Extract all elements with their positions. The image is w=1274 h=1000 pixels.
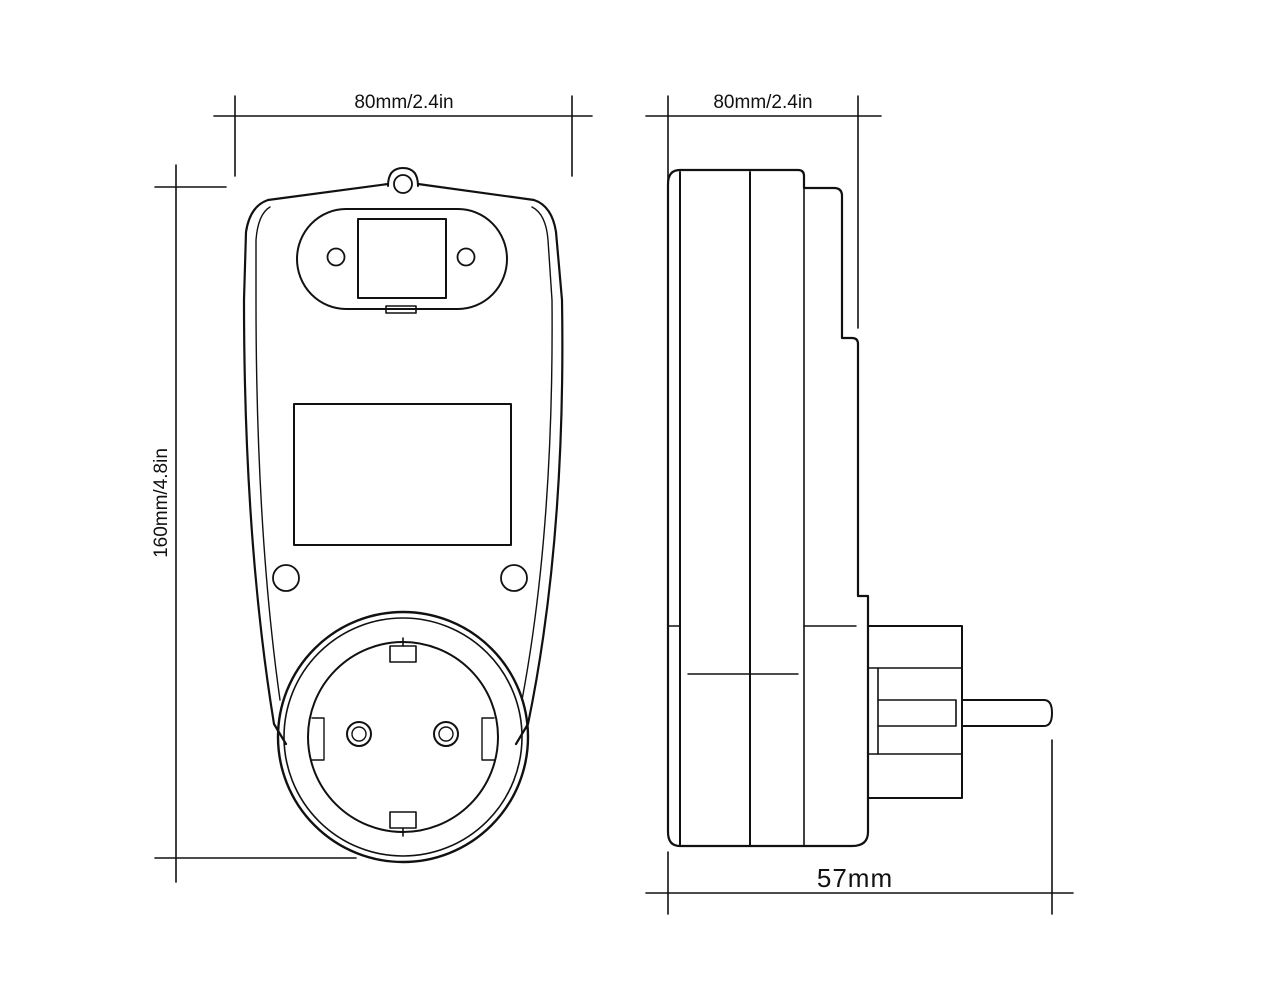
schuko-socket — [276, 610, 530, 864]
button-square — [357, 218, 447, 299]
display-window — [293, 403, 512, 546]
pin-hole-left — [346, 721, 372, 747]
side-plug — [867, 625, 1053, 799]
side-depth-label: 57mm — [817, 863, 893, 893]
control-panel — [296, 208, 508, 314]
side-depth-dimension: 57mm — [645, 739, 1074, 915]
side-body — [666, 168, 870, 848]
side-view: 80mm/2.4in 57 — [645, 92, 1074, 915]
side-width-label: 80mm/2.4in — [713, 92, 812, 113]
pin-hole-right — [433, 721, 459, 747]
front-width-dimension: 80mm/2.4in — [213, 92, 593, 177]
screw-hole-right — [456, 247, 476, 267]
adapter-housing — [242, 167, 564, 746]
screw-hole-left — [326, 247, 346, 267]
mount-hole-left — [272, 564, 300, 592]
side-width-dimension: 80mm/2.4in — [645, 92, 882, 329]
front-height-dimension: 160mm/4.8in — [151, 164, 357, 883]
mount-hole-right — [500, 564, 528, 592]
front-view: 80mm/2.4in 160mm/4.8in — [151, 92, 593, 883]
front-height-label: 160mm/4.8in — [151, 448, 172, 558]
plug-pin — [961, 699, 1053, 727]
front-width-label: 80mm/2.4in — [354, 92, 453, 113]
